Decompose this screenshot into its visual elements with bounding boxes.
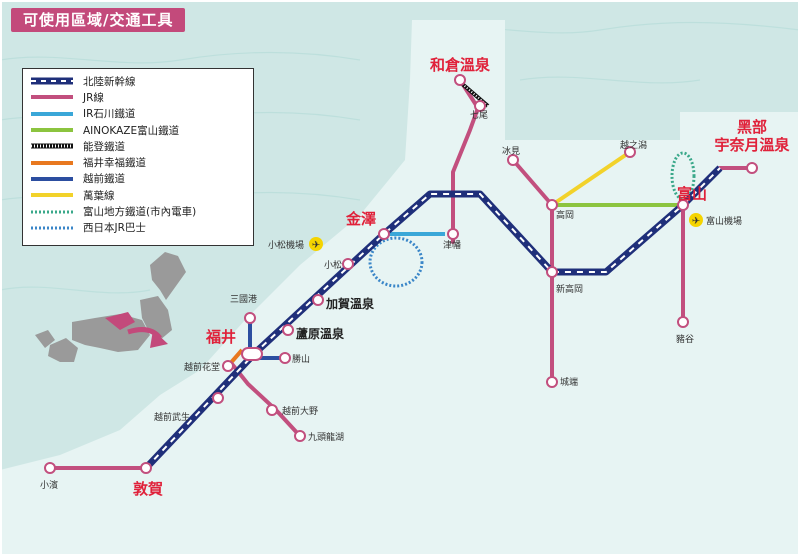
hokuriku-shinkansen-line bbox=[143, 165, 723, 471]
ainokaze-line-icon bbox=[31, 128, 73, 133]
label-kurobe-2: 宇奈月溫泉 bbox=[714, 136, 790, 154]
noto-line-icon bbox=[31, 143, 73, 149]
label-kanazawa: 金澤 bbox=[345, 210, 376, 228]
legend-label: 越前鐵道 bbox=[83, 173, 125, 186]
label-echizenhanando: 越前花堂 bbox=[184, 361, 220, 373]
station-echizenhanando[interactable] bbox=[222, 360, 234, 372]
label-takaoka: 高岡 bbox=[556, 209, 574, 221]
ir-line-icon bbox=[31, 111, 73, 116]
legend-item: 萬葉線 bbox=[29, 187, 247, 203]
svg-text:✈: ✈ bbox=[312, 240, 320, 251]
label-toyama: 富山 bbox=[677, 185, 707, 203]
komatsu-airport-icon bbox=[309, 237, 323, 251]
station-wakura[interactable] bbox=[454, 74, 466, 86]
station-obama[interactable] bbox=[44, 462, 56, 474]
land-area bbox=[0, 20, 800, 556]
label-johana: 城端 bbox=[560, 376, 578, 388]
manyo-line-icon bbox=[31, 193, 73, 198]
japan-inset-map bbox=[35, 252, 186, 362]
station-fukui[interactable] bbox=[241, 347, 263, 361]
station-himi[interactable] bbox=[507, 154, 519, 166]
station-echizenono[interactable] bbox=[266, 404, 278, 416]
label-himi: 冰見 bbox=[502, 145, 520, 157]
legend: 北陸新幹線 JR線 IR石川鐵道 AINOKAZE富山鐵道 能登鐵道 福井幸福鐵… bbox=[22, 68, 254, 246]
label-echizentakefu: 越前武生 bbox=[154, 411, 190, 423]
station-toyama[interactable] bbox=[677, 199, 689, 211]
station-takaoka[interactable] bbox=[546, 199, 558, 211]
station-inotani[interactable] bbox=[677, 316, 689, 328]
legend-label: JR線 bbox=[83, 91, 104, 104]
jr-line-icon bbox=[31, 95, 73, 100]
airport-icons: ✈ ✈ bbox=[309, 213, 703, 251]
station-shintakaoka[interactable] bbox=[546, 266, 558, 278]
legend-item: 能登鐵道 bbox=[29, 138, 247, 154]
jr-bus-line-icon bbox=[31, 226, 73, 230]
legend-item: AINOKAZE富山鐵道 bbox=[29, 122, 247, 138]
legend-label: 福井幸福鐵道 bbox=[83, 157, 146, 170]
label-inotani: 豬谷 bbox=[676, 333, 694, 345]
svg-text:✈: ✈ bbox=[692, 216, 700, 227]
station-katsuyama[interactable] bbox=[279, 352, 291, 364]
legend-label: 北陸新幹線 bbox=[83, 75, 136, 88]
label-tsubata: 津幡 bbox=[443, 239, 461, 251]
legend-label: 西日本JR巴士 bbox=[83, 222, 146, 235]
legend-label: 萬葉線 bbox=[83, 189, 115, 202]
station-mikuniminato[interactable] bbox=[244, 312, 256, 324]
legend-label: 能登鐵道 bbox=[83, 140, 125, 153]
station-kurobe[interactable] bbox=[746, 162, 758, 174]
legend-item: JR線 bbox=[29, 89, 247, 105]
legend-label: IR石川鐵道 bbox=[83, 108, 136, 121]
toyama-airport-icon bbox=[689, 213, 703, 227]
label-shinminato: 越之潟 bbox=[620, 139, 647, 151]
legend-item: IR石川鐵道 bbox=[29, 106, 247, 122]
label-nanao: 七尾 bbox=[470, 110, 488, 121]
page-title: 可使用區域/交通工具 bbox=[11, 8, 186, 32]
label-kuzuryuko: 九頭龍湖 bbox=[308, 431, 344, 443]
legend-item: 西日本JR巴士 bbox=[29, 220, 247, 236]
label-obama: 小濱 bbox=[40, 479, 58, 491]
legend-item: 越前鐵道 bbox=[29, 171, 247, 187]
station-johana[interactable] bbox=[546, 376, 558, 388]
station-kanazawa[interactable] bbox=[378, 228, 390, 240]
label-fukui: 福井 bbox=[205, 328, 236, 346]
fukui-line-icon bbox=[31, 160, 73, 165]
station-awaraonsen[interactable] bbox=[282, 324, 294, 336]
jr-bus-loop bbox=[368, 236, 424, 288]
station-labels: 和倉溫泉 七尾 黑部 宇奈月溫泉 冰見 越之潟 高岡 富山 富山機場 金澤 津幡… bbox=[40, 56, 790, 498]
station-tsuruga[interactable] bbox=[140, 462, 152, 474]
toyama-tram-loop bbox=[670, 151, 696, 201]
label-kurobe-1: 黑部 bbox=[737, 118, 767, 136]
label-shintakaoka: 新高岡 bbox=[556, 283, 583, 295]
station-kuzuryuko[interactable] bbox=[294, 430, 306, 442]
station-echizentakefu[interactable] bbox=[212, 392, 224, 404]
legend-label: AINOKAZE富山鐵道 bbox=[83, 124, 180, 137]
label-tsuruga: 敦賀 bbox=[133, 480, 163, 498]
label-echizenono: 越前大野 bbox=[282, 405, 318, 417]
label-komatsu-airport: 小松機場 bbox=[268, 239, 304, 251]
station-komatsu[interactable] bbox=[342, 258, 354, 270]
station-nanao[interactable] bbox=[474, 100, 486, 112]
label-katsuyama: 勝山 bbox=[292, 353, 310, 365]
label-awaraonsen: 蘆原溫泉 bbox=[296, 326, 345, 341]
toyama-tram-line-icon bbox=[31, 210, 73, 214]
station-kagaonsen[interactable] bbox=[312, 294, 324, 306]
station-shinminato[interactable] bbox=[624, 146, 636, 158]
label-kagaonsen: 加賀溫泉 bbox=[325, 296, 375, 311]
legend-item: 富山地方鐵道(市內電車) bbox=[29, 203, 247, 219]
label-komatsu: 小松 bbox=[324, 259, 342, 271]
legend-label: 富山地方鐵道(市內電車) bbox=[83, 206, 197, 219]
station-markers bbox=[44, 74, 758, 474]
echizen-line-icon bbox=[31, 176, 73, 181]
label-wakura: 和倉溫泉 bbox=[430, 56, 491, 74]
legend-item: 北陸新幹線 bbox=[29, 73, 247, 89]
label-toyama-airport: 富山機場 bbox=[706, 215, 742, 227]
legend-item: 福井幸福鐵道 bbox=[29, 154, 247, 170]
shinkansen-line-icon bbox=[31, 77, 73, 85]
label-mikuniminato: 三國港 bbox=[230, 293, 257, 305]
station-tsubata[interactable] bbox=[447, 228, 459, 240]
manyo-line bbox=[550, 150, 632, 207]
